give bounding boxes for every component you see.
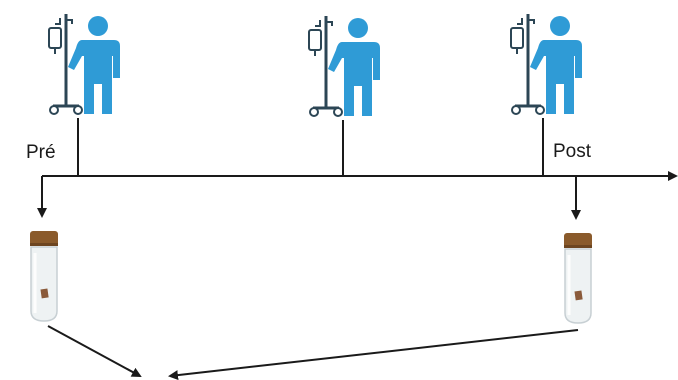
label-pre: Pré [26, 142, 56, 164]
patient-with-iv-drip-icon [49, 14, 120, 114]
patient-with-iv-drip-icon [511, 14, 582, 114]
converge-arrow-right [170, 330, 578, 376]
label-post: Post [553, 141, 591, 163]
converge-arrow-left [48, 326, 140, 376]
patient-with-iv-drip-icon [309, 16, 380, 116]
sample-tube-icon [564, 233, 592, 323]
sample-tube-icon [30, 231, 58, 321]
